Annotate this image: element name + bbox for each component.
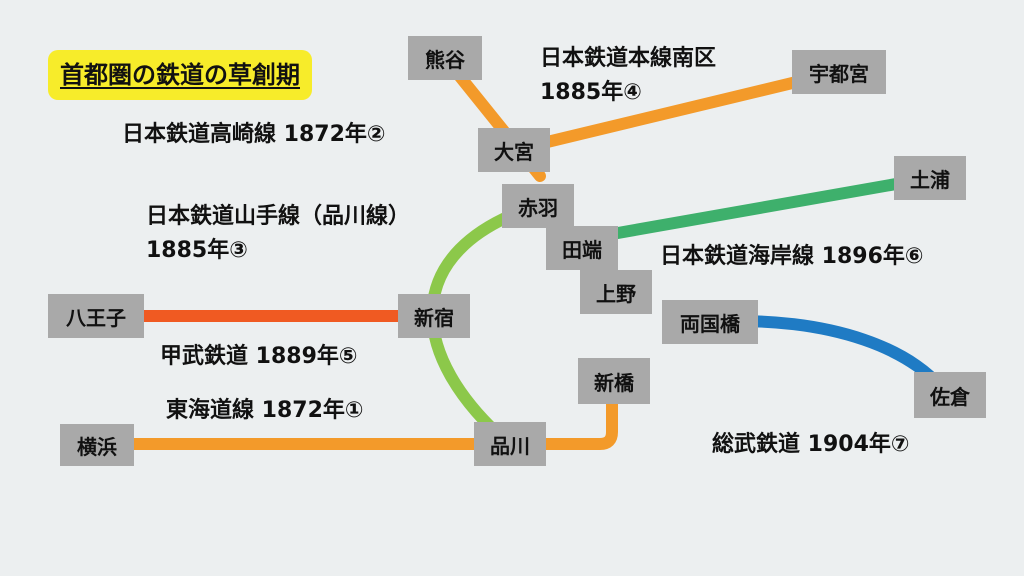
line-tokaido xyxy=(94,374,618,450)
label-sobu: 総武鉄道 1904年⑦ xyxy=(712,432,910,457)
station-omiya: 大宮 xyxy=(478,128,550,172)
station-shinjuku: 新宿 xyxy=(398,294,470,338)
label-kaigan: 日本鉄道海岸線 1896年⑥ xyxy=(660,244,924,269)
label-yamanote: 日本鉄道山手線（品川線） 1885年③ xyxy=(146,200,410,268)
station-akabane: 赤羽 xyxy=(502,184,574,228)
label-kobu: 甲武鉄道 1889年⑤ xyxy=(160,344,358,369)
label-nanku: 日本鉄道本線南区 1885年④ xyxy=(540,42,716,110)
station-yokohama: 横浜 xyxy=(60,424,134,466)
station-shimbashi: 新橋 xyxy=(578,358,650,404)
label-nanku-year: 1885年④ xyxy=(540,80,642,105)
station-kumagaya: 熊谷 xyxy=(408,36,482,80)
label-yamanote-name: 日本鉄道山手線（品川線） xyxy=(146,204,411,229)
station-sakura: 佐倉 xyxy=(914,372,986,418)
line-kaigan xyxy=(572,172,936,246)
label-takasaki: 日本鉄道高崎線 1872年② xyxy=(122,122,386,147)
label-yamanote-year: 1885年③ xyxy=(146,238,248,263)
station-ryogoku: 両国橋 xyxy=(662,300,758,344)
station-utsunomiya: 宇都宮 xyxy=(792,50,886,94)
line-nanku xyxy=(508,66,844,156)
station-shinagawa: 品川 xyxy=(474,422,546,466)
station-ueno: 上野 xyxy=(580,270,652,314)
label-nanku-name: 日本鉄道本線南区 xyxy=(540,46,717,71)
diagram-title: 首都圏の鉄道の草創期 xyxy=(48,50,312,100)
station-tabata: 田端 xyxy=(546,226,618,270)
station-tsuchiura: 土浦 xyxy=(894,156,966,200)
station-hachioji: 八王子 xyxy=(48,294,144,338)
label-tokaido: 東海道線 1872年① xyxy=(166,398,364,423)
